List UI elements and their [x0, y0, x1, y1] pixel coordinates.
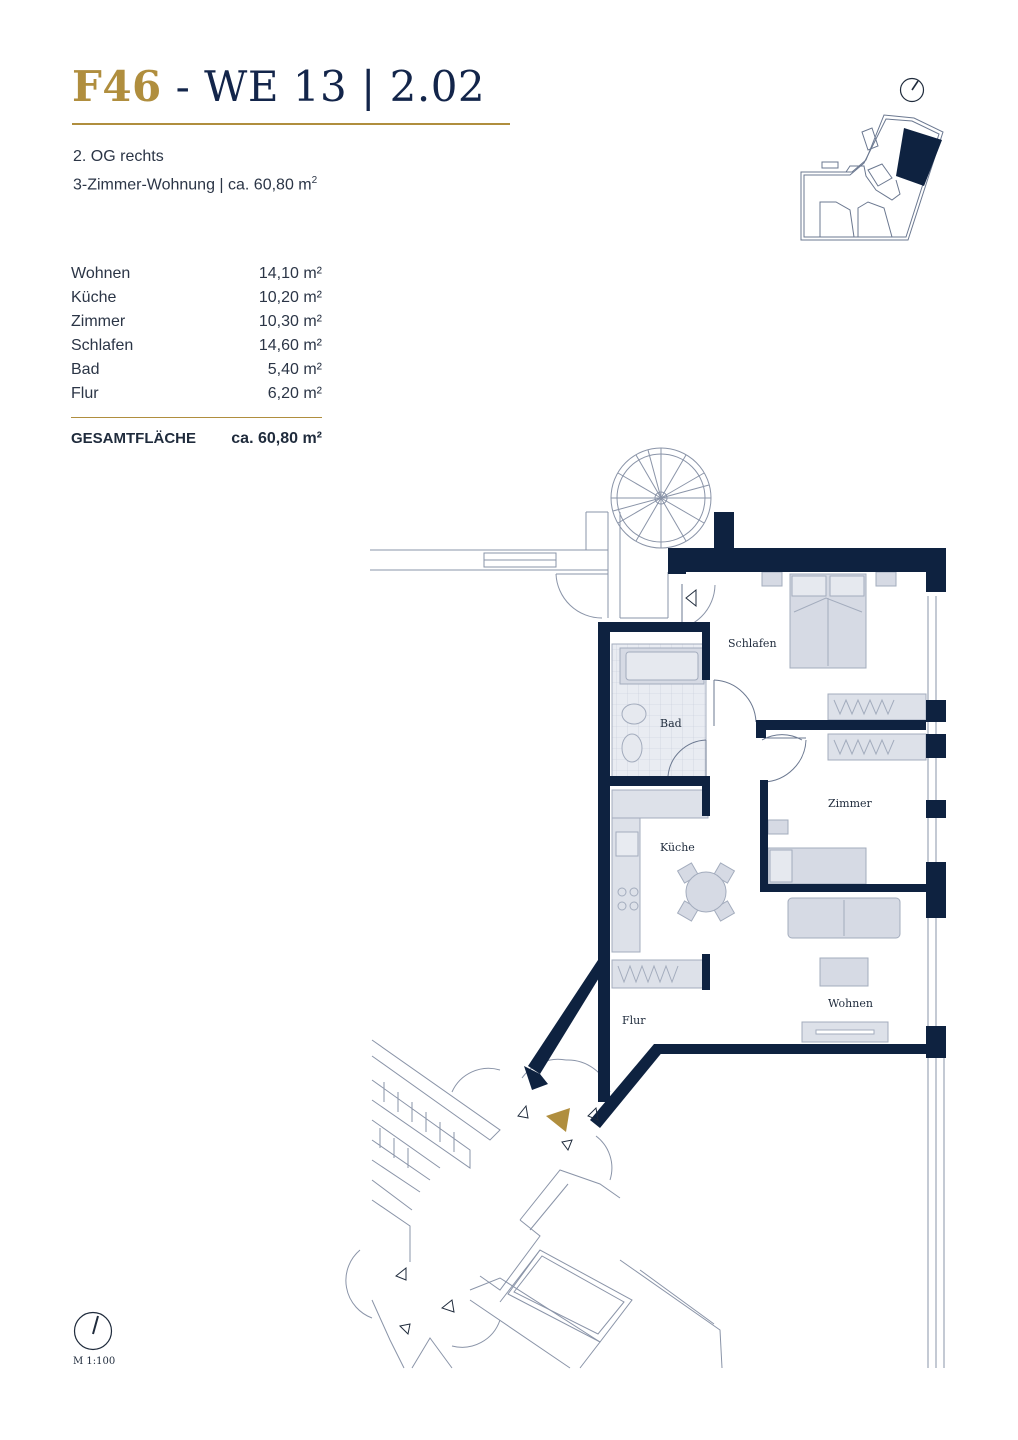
- area-row: Bad 5,40 m²: [71, 358, 322, 382]
- area-name: Wohnen: [71, 265, 131, 282]
- total-label: GESAMTFLÄCHE: [71, 430, 196, 447]
- compass-icon: [899, 77, 925, 103]
- area-row: Zimmer 10,30 m²: [71, 310, 322, 334]
- area-value: 14,60 m²: [258, 337, 322, 354]
- area-name: Bad: [71, 361, 100, 378]
- building-code: F46: [72, 62, 162, 111]
- total-value: ca. 60,80 m²: [231, 430, 322, 447]
- entrance-marker-icon: [546, 1108, 570, 1132]
- spiral-staircase: [610, 447, 712, 549]
- area-table: Wohnen 14,10 m² Küche 10,20 m² Zimmer 10,30…: [71, 262, 322, 450]
- scale-label: M 1:100: [73, 1356, 116, 1367]
- bathroom-fixtures: [611, 643, 707, 779]
- exterior-lines: [370, 511, 945, 1368]
- room-label-schlafen: Schlafen: [728, 637, 777, 650]
- area-value: 6,20 m²: [267, 385, 322, 402]
- area-name: Flur: [71, 385, 99, 402]
- area-row: Wohnen 14,10 m²: [71, 262, 322, 286]
- area-value: 5,40 m²: [267, 361, 322, 378]
- area-name: Küche: [71, 289, 117, 306]
- room-label-kueche: Küche: [660, 841, 695, 854]
- area-row: Schlafen 14,60 m²: [71, 334, 322, 358]
- furniture: [611, 571, 927, 1043]
- unit-description: 2. OG rechts 3-Zimmer-Wohnung | ca. 60,8…: [73, 145, 317, 197]
- room-label-zimmer: Zimmer: [828, 797, 873, 810]
- entrance-doors: [345, 1058, 613, 1348]
- exit-marker-icons: [395, 588, 697, 1336]
- area-row: Küche 10,20 m²: [71, 286, 322, 310]
- area-name: Zimmer: [71, 313, 126, 330]
- walls: [524, 512, 946, 1128]
- room-label-flur: Flur: [622, 1014, 646, 1027]
- room-label-bad: Bad: [660, 717, 682, 730]
- room-label-wohnen: Wohnen: [828, 997, 873, 1010]
- compass-icon: [73, 1311, 113, 1351]
- area-value: 14,10 m²: [258, 265, 322, 282]
- area-name: Schlafen: [71, 337, 134, 354]
- lower-stairwell: [371, 1039, 723, 1369]
- total-area-row: GESAMTFLÄCHE ca. 60,80 m²: [71, 428, 322, 450]
- page-title: F46 - WE 13 | 2.02: [72, 62, 485, 111]
- unit-code: - WE 13 | 2.02: [161, 62, 486, 111]
- area-value: 10,20 m²: [258, 289, 322, 306]
- area-row: Flur 6,20 m²: [71, 382, 322, 406]
- interior-doors: [667, 584, 807, 783]
- floor-location: 2. OG rechts: [73, 148, 164, 165]
- title-divider: [72, 123, 510, 125]
- building-keyplan: [800, 114, 944, 241]
- area-value: 10,30 m²: [258, 313, 322, 330]
- unit-type: 3-Zimmer-Wohnung | ca. 60,80 m2: [73, 175, 318, 194]
- floor-plan: Schlafen Bad Küche Zimmer Wohnen Flur: [345, 447, 946, 1369]
- area-divider: [71, 417, 322, 418]
